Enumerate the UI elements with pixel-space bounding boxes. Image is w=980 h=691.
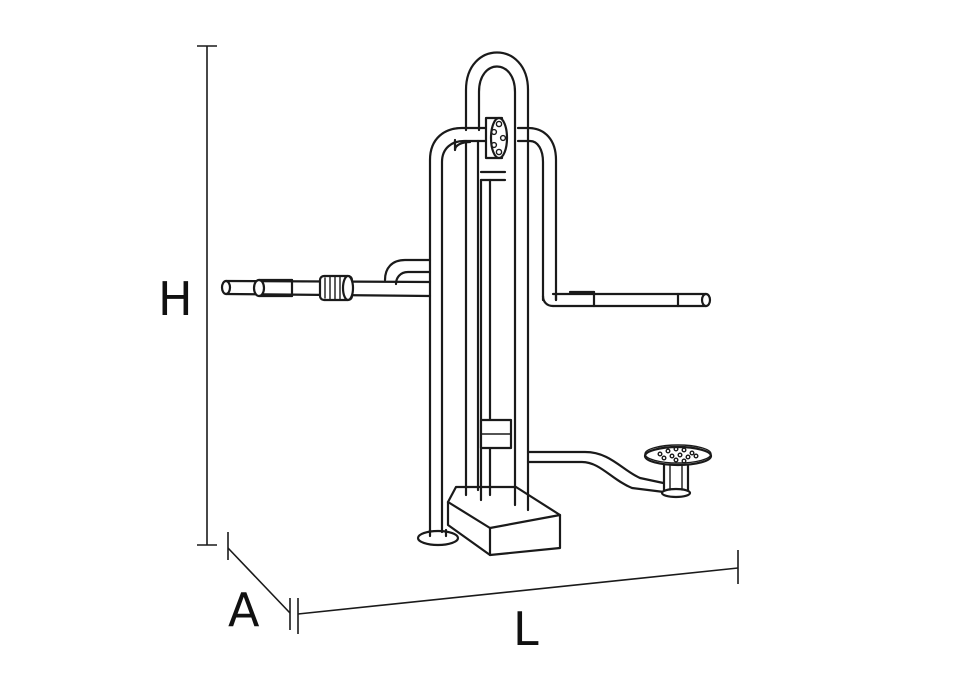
pivot-hub (484, 116, 509, 160)
dimension-height (197, 45, 217, 546)
dimension-label-height: H (158, 272, 193, 326)
right-upright (516, 126, 558, 302)
top-arch (464, 51, 530, 512)
dimension-width (227, 532, 291, 630)
left-handle-arm (220, 258, 432, 302)
right-handle-arm (541, 290, 712, 308)
rear-column (479, 170, 513, 502)
dimension-label-length: L (513, 602, 539, 656)
foot-swing-arm (526, 444, 713, 499)
fitness-machine (220, 51, 713, 557)
base-block (446, 485, 562, 557)
dimension-length (297, 550, 739, 634)
left-foot-plate (416, 528, 460, 547)
left-upright (428, 126, 500, 534)
dimension-label-width: A (228, 583, 260, 637)
